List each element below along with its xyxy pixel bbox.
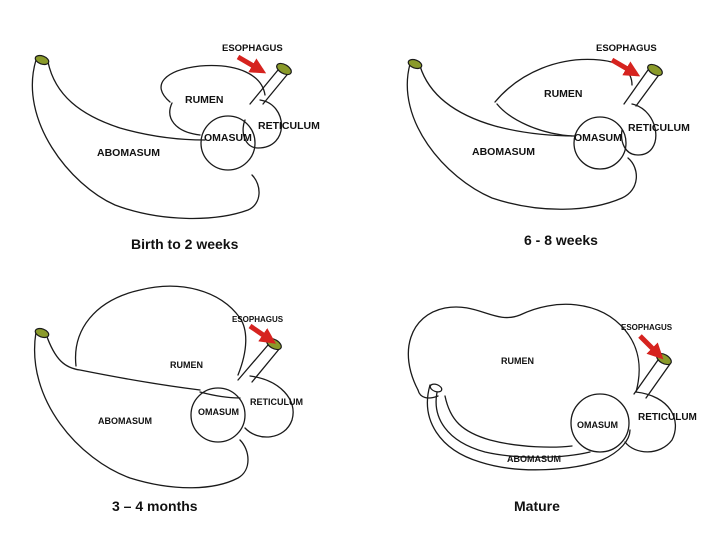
panel-caption: Birth to 2 weeks bbox=[131, 236, 239, 252]
panel-3-4-months: ESOPHAGUS RUMEN RETICULUM OMASUM ABOMASU… bbox=[34, 286, 303, 514]
omasum-label: OMASUM bbox=[204, 132, 252, 144]
stomach-outline bbox=[32, 60, 291, 218]
esophagus-label: ESOPHAGUS bbox=[222, 43, 283, 54]
rumen-label: RUMEN bbox=[501, 356, 534, 366]
esophagus-label: ESOPHAGUS bbox=[621, 323, 673, 332]
intestine-opening-icon bbox=[34, 327, 50, 339]
abomasum-label: ABOMASUM bbox=[507, 454, 561, 464]
esophagus-label: ESOPHAGUS bbox=[596, 43, 657, 54]
intestine-opening-icon bbox=[429, 383, 443, 394]
esophagus-arrow-icon bbox=[250, 326, 272, 341]
rumen-label: RUMEN bbox=[170, 360, 203, 370]
reticulum-label: RETICULUM bbox=[628, 122, 690, 134]
abomasum-label: ABOMASUM bbox=[97, 147, 160, 159]
esophagus-opening-icon bbox=[646, 62, 664, 78]
panel-caption: 6 - 8 weeks bbox=[524, 232, 598, 248]
reticulum-label: RETICULUM bbox=[638, 412, 697, 423]
panel-caption: 3 – 4 months bbox=[112, 498, 198, 514]
panel-mature: ESOPHAGUS RUMEN RETICULUM OMASUM ABOMASU… bbox=[408, 304, 697, 514]
stomach-outline bbox=[407, 59, 661, 209]
abomasum-label: ABOMASUM bbox=[98, 416, 152, 426]
omasum-label: OMASUM bbox=[574, 132, 622, 144]
esophagus-arrow-icon bbox=[612, 60, 636, 74]
esophagus-arrow-icon bbox=[238, 57, 262, 71]
esophagus-label: ESOPHAGUS bbox=[232, 315, 284, 324]
rumen-label: RUMEN bbox=[185, 94, 224, 106]
reticulum-label: RETICULUM bbox=[258, 120, 320, 132]
panel-birth-to-2-weeks: ESOPHAGUS RUMEN RETICULUM OMASUM ABOMASU… bbox=[32, 43, 320, 252]
panel-6-8-weeks: ESOPHAGUS RUMEN RETICULUM OMASUM ABOMASU… bbox=[407, 43, 690, 248]
reticulum-label: RETICULUM bbox=[250, 397, 303, 407]
esophagus-arrow-icon bbox=[640, 336, 660, 356]
panel-caption: Mature bbox=[514, 498, 560, 514]
rumen-label: RUMEN bbox=[544, 88, 583, 100]
omasum-label: OMASUM bbox=[198, 407, 239, 417]
esophagus-opening-icon bbox=[275, 61, 293, 77]
intestine-opening-icon bbox=[34, 54, 50, 66]
omasum-label: OMASUM bbox=[577, 420, 618, 430]
abomasum-label: ABOMASUM bbox=[472, 146, 535, 158]
